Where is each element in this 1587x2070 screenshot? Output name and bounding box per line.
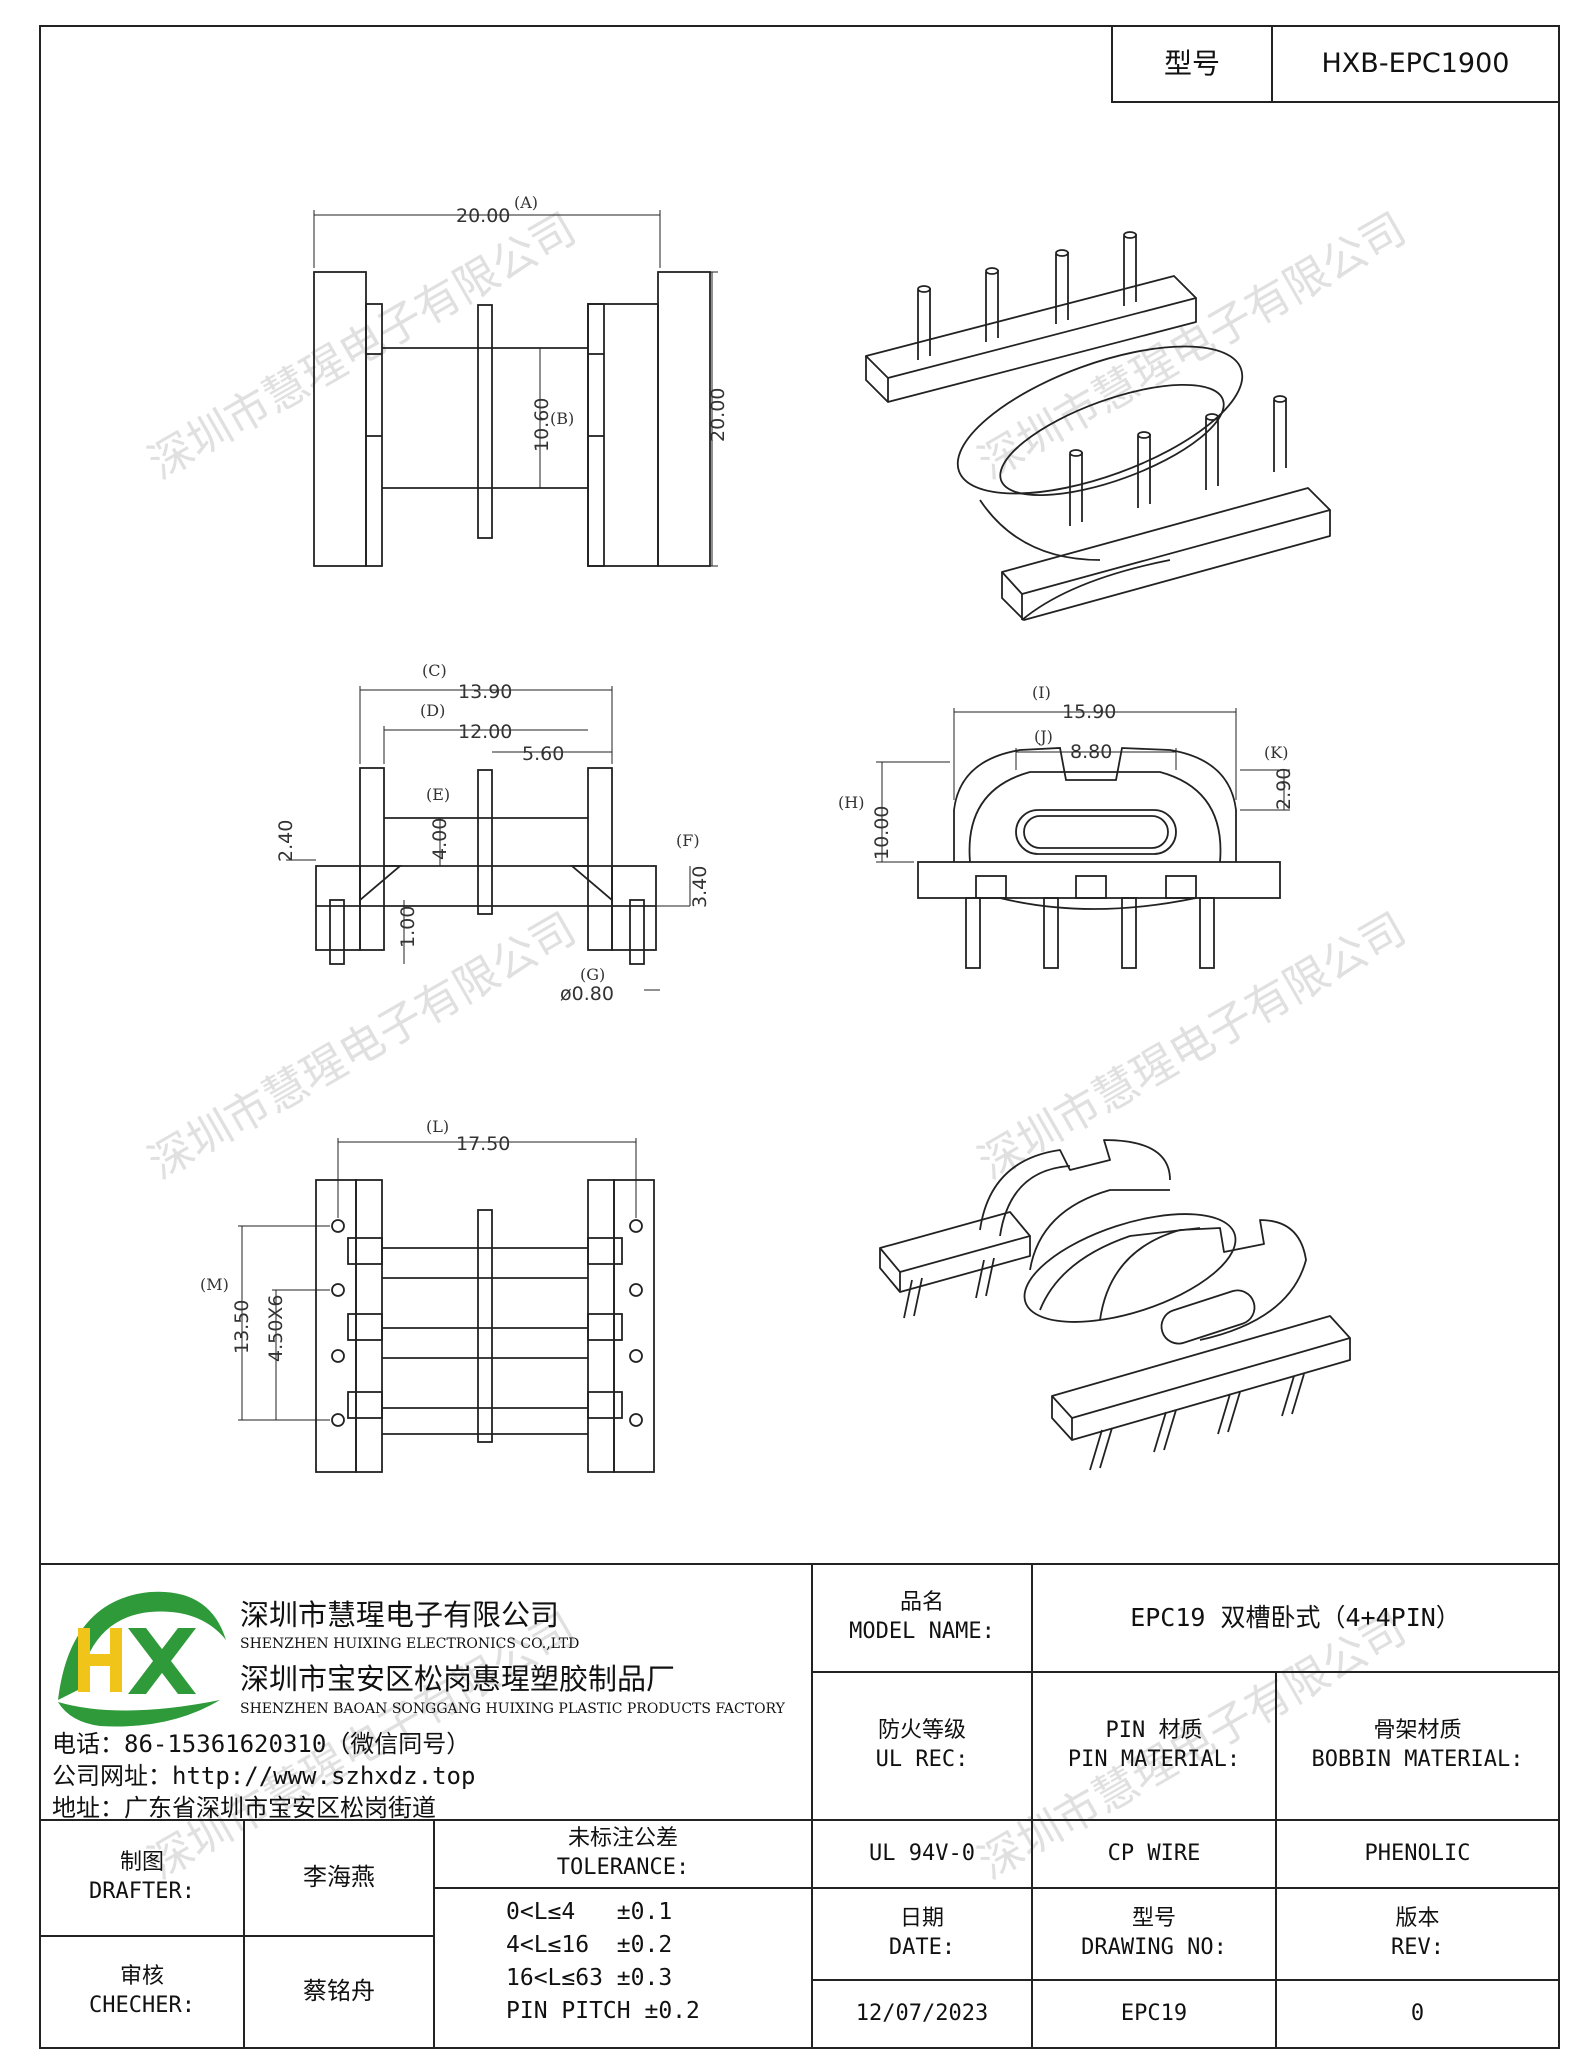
model-name-value: EPC19 双槽卧式（4+4PIN） <box>1130 1602 1461 1632</box>
factory-name-cn: 深圳市宝安区松岗惠瑆塑胶制品厂 <box>240 1662 676 1696</box>
rev-cn: 版本 <box>1395 1906 1440 1932</box>
drafter-en: DRAFTER: <box>89 1879 195 1904</box>
company-logo <box>58 1591 226 1727</box>
tolerance-row-3: 16<L≤63 ±0.3 <box>506 1965 673 1991</box>
company-address: 地址：广东省深圳市宝安区松岗街道 <box>52 1794 436 1822</box>
drafter-cn: 制图 <box>119 1850 164 1876</box>
dim-g-tag: (G) <box>580 965 605 984</box>
dim-a-value: 20.00 <box>456 205 510 227</box>
factory-name-en: SHENZHEN BAOAN SONGGANG HUIXING PLASTIC … <box>240 1701 785 1717</box>
dim-c-tag: (C) <box>422 661 447 680</box>
dim-f-value: 3.40 <box>689 866 711 908</box>
model-name-label: 品名 MODEL NAME: <box>812 1564 1032 1672</box>
dim-e-tag: (E) <box>426 785 450 804</box>
dim-left-h-value: 2.40 <box>275 820 297 862</box>
date-en: DATE: <box>888 1935 956 1960</box>
drafter-name: 李海燕 <box>303 1863 375 1892</box>
dim-j-value: 8.80 <box>1070 741 1112 763</box>
model-name-en: MODEL NAME: <box>849 1619 995 1644</box>
dim-b-value: 10.60 <box>531 398 553 452</box>
iso-view-1 <box>865 231 1331 621</box>
tolerance-row-1: 0<L≤4 ±0.1 <box>506 1899 673 1925</box>
front-view <box>286 686 691 991</box>
company-name-en: SHENZHEN HUIXING ELECTRONICS CO.,LTD <box>240 1636 580 1652</box>
dim-k-value: 2.90 <box>1273 768 1295 810</box>
dim-l-tag: (L) <box>426 1117 449 1136</box>
drawing-no-label: 型号 DRAWING NO: <box>1032 1888 1276 1980</box>
checker-cn: 审核 <box>119 1964 164 1990</box>
watermark-4: 深圳市慧瑆电子有限公司 <box>970 903 1415 1189</box>
outer-frame <box>39 25 1560 2049</box>
tolerance-row-2: 4<L≤16 ±0.2 <box>506 1932 673 1958</box>
dim-pitch-value: 4.50X6 <box>265 1295 287 1362</box>
pin-material-label: PIN 材质 PIN MATERIAL: <box>1032 1672 1276 1820</box>
dim-c-value: 13.90 <box>458 681 512 703</box>
rev-value: 0 <box>1410 2000 1425 2026</box>
title-block-grid <box>40 1563 1559 2048</box>
tolerance-en: TOLERANCE: <box>556 1855 690 1880</box>
bobbin-material-en: BOBBIN MATERIAL: <box>1311 1747 1524 1772</box>
dim-f-tag: (F) <box>676 831 700 850</box>
dim-d-value: 12.00 <box>458 721 512 743</box>
dim-j-tag: (J) <box>1034 727 1053 746</box>
iso-view-2 <box>879 1139 1351 1471</box>
tolerance-label: 未标注公差 TOLERANCE: <box>434 1820 812 1888</box>
fire-rating-en: UL REC: <box>875 1747 969 1772</box>
bobbin-material-cn: 骨架材质 <box>1373 1718 1462 1744</box>
dim-d-tag: (D) <box>420 701 445 720</box>
dim-m-value: 13.50 <box>231 1300 253 1354</box>
pin-material-en: PIN MATERIAL: <box>1067 1747 1241 1772</box>
top-view <box>313 210 718 567</box>
model-label: 型号 <box>1163 46 1220 80</box>
checker-en: CHECHER: <box>89 1993 195 2018</box>
bobbin-material-value: PHENOLIC <box>1364 1840 1471 1866</box>
ul-value: UL 94V-0 <box>869 1840 975 1866</box>
tolerance-row-4: PIN PITCH ±0.2 <box>506 1998 700 2024</box>
header-box <box>1111 25 1560 103</box>
model-value: HXB-EPC1900 <box>1321 48 1510 80</box>
fire-rating-label: 防火等级 UL REC: <box>812 1672 1032 1820</box>
dim-d2-value: 5.60 <box>522 743 564 765</box>
dim-m-tag: (M) <box>200 1275 229 1294</box>
dim-h-value: 10.00 <box>871 806 893 860</box>
drawing-no-cn: 型号 <box>1131 1906 1176 1932</box>
checker-label: 审核 CHECHER: <box>40 1936 244 2048</box>
bottom-view <box>238 1138 655 1473</box>
company-name-cn: 深圳市慧瑆电子有限公司 <box>240 1598 560 1632</box>
fire-rating-cn: 防火等级 <box>877 1718 966 1744</box>
date-value: 12/07/2023 <box>855 2000 989 2026</box>
watermark-3: 深圳市慧瑆电子有限公司 <box>140 903 585 1189</box>
checker-name: 蔡铭舟 <box>303 1977 375 2006</box>
date-cn: 日期 <box>899 1906 944 1932</box>
dim-pin-len-value: 1.00 <box>397 906 419 948</box>
company-phone: 电话：86-15361620310（微信同号） <box>52 1730 471 1758</box>
dim-i-value: 15.90 <box>1062 701 1116 723</box>
dim-b-tag: (B) <box>550 409 574 428</box>
pin-material-value: CP WIRE <box>1107 1840 1201 1866</box>
bobbin-material-label: 骨架材质 BOBBIN MATERIAL: <box>1276 1672 1559 1820</box>
company-website[interactable]: 公司网址：http://www.szhxdz.top <box>52 1762 476 1790</box>
rev-en: REV: <box>1391 1935 1444 1960</box>
drafter-label: 制图 DRAFTER: <box>40 1820 244 1936</box>
dim-i-tag: (I) <box>1032 683 1051 702</box>
dim-g-value: ø0.80 <box>560 983 614 1005</box>
dim-a-tag: (A) <box>514 193 538 212</box>
dim-h-tag: (H) <box>838 793 864 812</box>
watermark-1: 深圳市慧瑆电子有限公司 <box>140 203 585 489</box>
dim-k-tag: (K) <box>1264 743 1288 762</box>
drawing-no-en: DRAWING NO: <box>1081 1935 1227 1960</box>
pin-material-cn: PIN 材质 <box>1105 1718 1203 1744</box>
side-view <box>876 708 1290 969</box>
rev-label: 版本 REV: <box>1276 1888 1559 1980</box>
model-name-cn: 品名 <box>899 1590 944 1616</box>
dim-l-value: 17.50 <box>456 1133 510 1155</box>
drawing-no-value: EPC19 <box>1120 2000 1188 2026</box>
dim-e-value: 4.00 <box>429 818 451 860</box>
dim-height-value: 20.00 <box>707 388 729 442</box>
tolerance-cn: 未标注公差 <box>567 1826 678 1852</box>
date-label: 日期 DATE: <box>812 1888 1032 1980</box>
